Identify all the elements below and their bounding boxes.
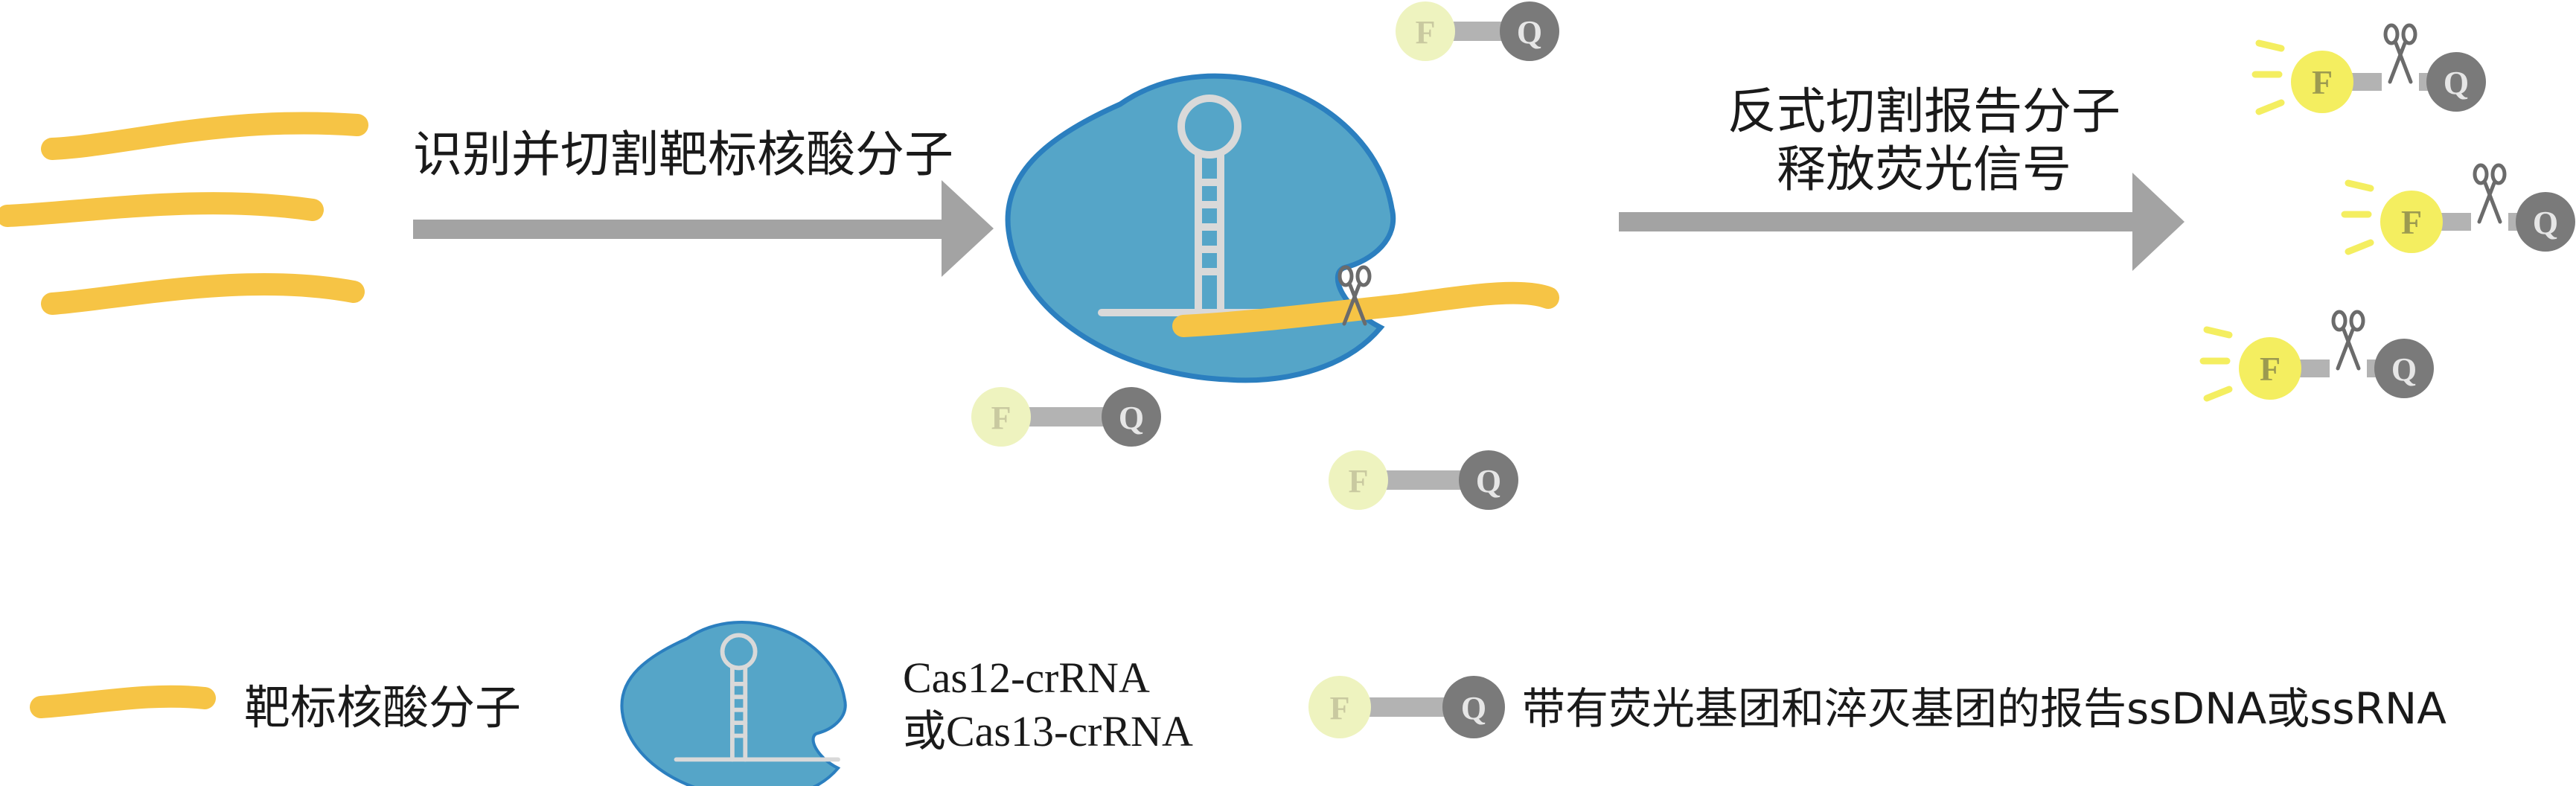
target-strands: [0, 112, 368, 315]
quencher-label: Q: [1461, 690, 1486, 726]
quencher-label: Q: [2391, 351, 2417, 388]
step2-label-line2: 释放荧光信号: [1777, 141, 2071, 198]
quencher-label: Q: [1476, 463, 1501, 499]
scissors-icon: [2385, 25, 2415, 82]
fluorophore-label: F: [1349, 463, 1369, 499]
legend-target-swatch: [30, 685, 216, 718]
reporter-molecule: F Q: [1329, 450, 1518, 510]
fluorophore-label: F: [2260, 350, 2281, 388]
target-strand: [41, 112, 368, 160]
step1-label: 识别并切割靶标核酸分子: [413, 126, 953, 183]
legend-cas-label-line1: Cas12-crRNA: [903, 654, 1150, 702]
quencher-label: Q: [1517, 14, 1542, 51]
cleaved-reporter: F Q: [2341, 165, 2575, 255]
legend-cas-label-line2: 或Cas13-crRNA: [903, 707, 1193, 755]
cas-complex: [1008, 76, 1559, 380]
fluorophore-label: F: [2401, 203, 2422, 241]
cleaved-reporter: F Q: [2251, 25, 2486, 115]
fluorophore-label: F: [1416, 14, 1436, 51]
scissors-icon: [2333, 312, 2363, 368]
quencher-label: Q: [2533, 205, 2558, 241]
fluorophore-label: F: [2312, 63, 2333, 101]
legend-target-label: 靶标核酸分子: [244, 680, 521, 735]
bound-target-strand: [1172, 281, 1559, 337]
fluorophore-label: F: [1330, 690, 1350, 726]
legend-reporter-label: 带有荧光基团和淬灭基团的报告ssDNA或ssRNA: [1522, 683, 2446, 734]
target-strand: [0, 192, 324, 227]
step2-label-line1: 反式切割报告分子: [1728, 83, 2120, 140]
quencher-label: Q: [2444, 65, 2469, 101]
cleaved-reporter: F Q: [2199, 312, 2434, 402]
legend-reporter-swatch: F Q: [1308, 676, 1505, 738]
reporter-molecule: F Q: [971, 387, 1161, 447]
step1-arrow: [413, 180, 994, 277]
legend: 靶标核酸分子 Cas12-crRNA 或Cas13-crRNA F Q 带有荧光…: [30, 622, 2446, 786]
step2-arrow: [1619, 173, 2185, 271]
legend-cas-swatch: [621, 622, 845, 786]
reporter-molecule: F Q: [1396, 1, 1559, 61]
target-strand: [41, 272, 365, 315]
quencher-label: Q: [1119, 400, 1144, 436]
fluorophore-label: F: [991, 400, 1011, 436]
scissors-icon: [2475, 165, 2505, 222]
